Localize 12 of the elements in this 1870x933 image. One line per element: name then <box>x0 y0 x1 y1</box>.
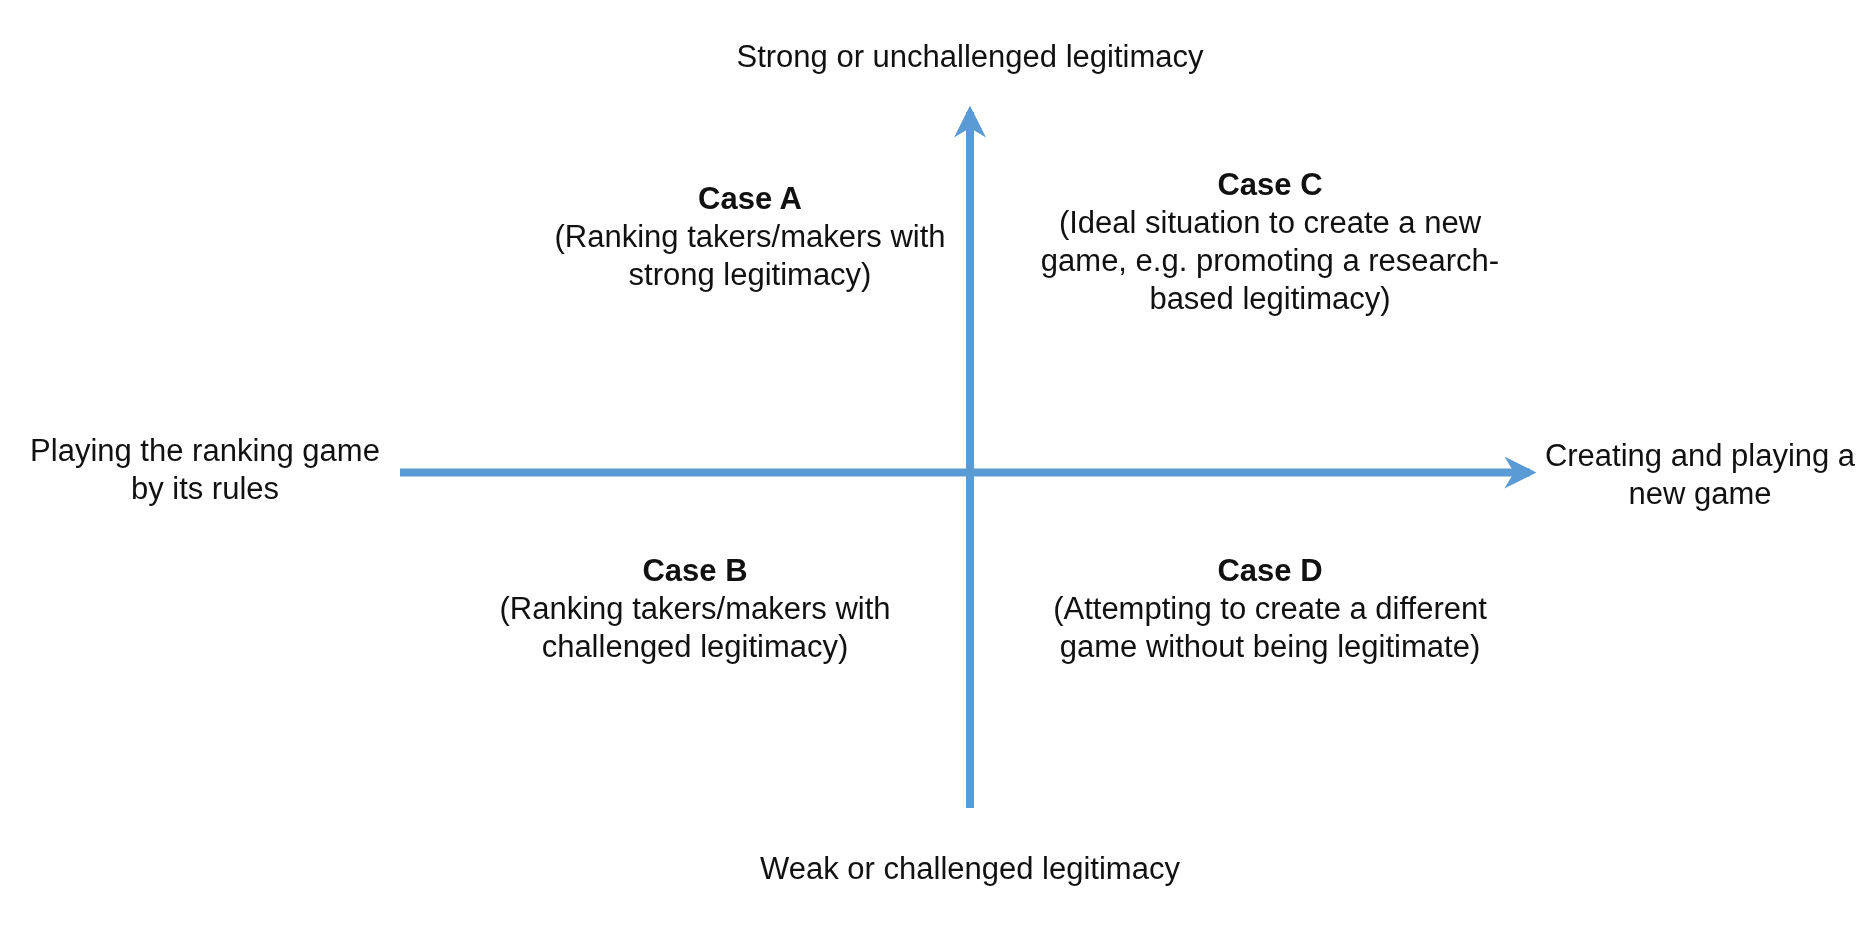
quadrant-description: (Ranking takers/makers with strong legitimacy) <box>553 218 947 294</box>
quadrant-description: (Ideal situation to create a new game, e.g. promoting a research-based legitimacy) <box>1039 204 1501 318</box>
axis-label: Playing the ranking game by its rules <box>10 415 400 525</box>
quadrant-heading: Case B <box>641 552 749 590</box>
quadrant-heading: Case C <box>1216 166 1324 204</box>
quadrant-description: (Ranking takers/makers with challenged legitimacy) <box>498 590 892 666</box>
axis-label: Weak or challenged legitimacy <box>720 808 1220 930</box>
quadrant-heading: Case A <box>697 180 803 218</box>
axis-label: Strong or unchallenged legitimacy <box>720 2 1220 112</box>
quadrant-heading: Case D <box>1216 552 1324 590</box>
quadrant-description: (Attempting to create a different game without being legitimate) <box>1052 590 1488 666</box>
axis-label: Creating and playing a new game <box>1530 400 1870 550</box>
